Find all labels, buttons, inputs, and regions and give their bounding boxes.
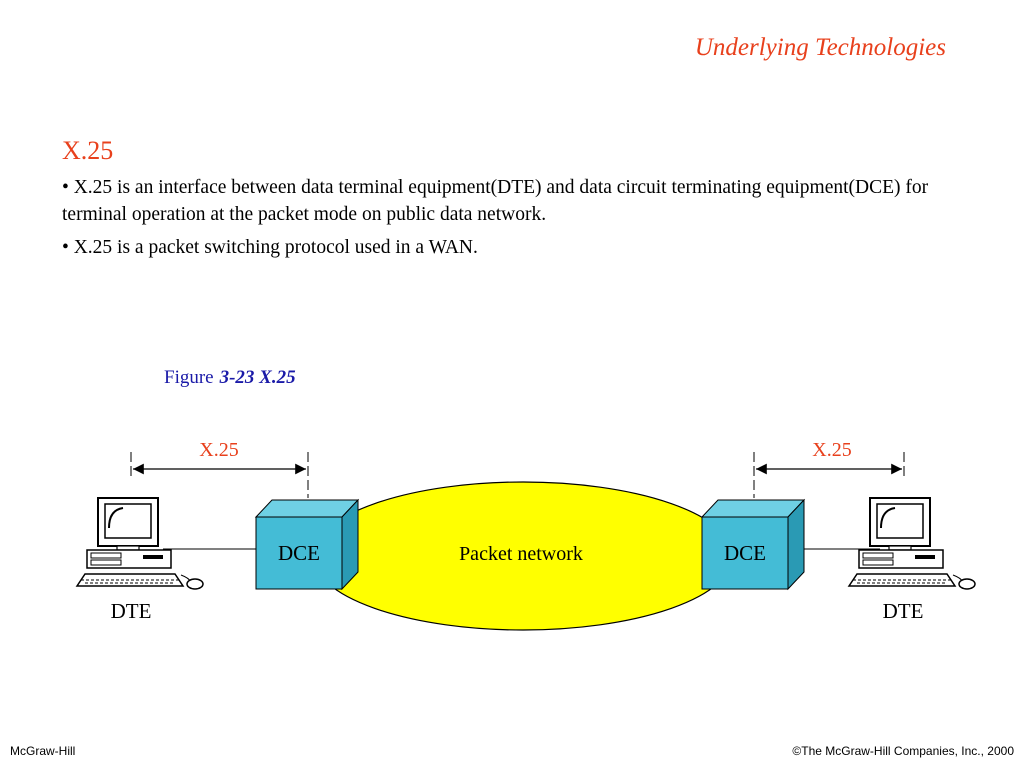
bullet-list: • X.25 is an interface between data term… bbox=[62, 174, 962, 267]
interface-dimension-right bbox=[753, 452, 905, 498]
dce-left: DCE bbox=[254, 498, 360, 591]
section-heading: X.25 bbox=[62, 136, 114, 165]
interface-label-left: X.25 bbox=[199, 439, 238, 461]
dce-right-label: DCE bbox=[724, 541, 766, 565]
footer-publisher: McGraw-Hill bbox=[10, 744, 76, 758]
figure-caption-number: 3-23 X.25 bbox=[219, 367, 296, 388]
interface-dimension-left bbox=[130, 452, 309, 498]
interface-label-right: X.25 bbox=[812, 439, 851, 461]
x25-diagram: Packet network DCE DCE X.25 X.25 bbox=[75, 439, 976, 631]
footer-copyright: ©The McGraw-Hill Companies, Inc., 2000 bbox=[792, 744, 1014, 758]
packet-network-label: Packet network bbox=[459, 543, 583, 565]
computer-left-icon bbox=[75, 497, 204, 590]
dte-right-label: DTE bbox=[883, 599, 924, 623]
dce-right: DCE bbox=[700, 498, 806, 591]
computer-right-icon bbox=[847, 497, 976, 590]
slide-header-title: Underlying Technologies bbox=[694, 34, 946, 61]
dce-left-label: DCE bbox=[278, 541, 320, 565]
figure-caption-prefix: Figure bbox=[164, 367, 214, 388]
bullet-item: • X.25 is a packet switching protocol us… bbox=[62, 237, 478, 258]
dte-left-label: DTE bbox=[111, 599, 152, 623]
bullet-item: • X.25 is an interface between data term… bbox=[62, 177, 929, 225]
